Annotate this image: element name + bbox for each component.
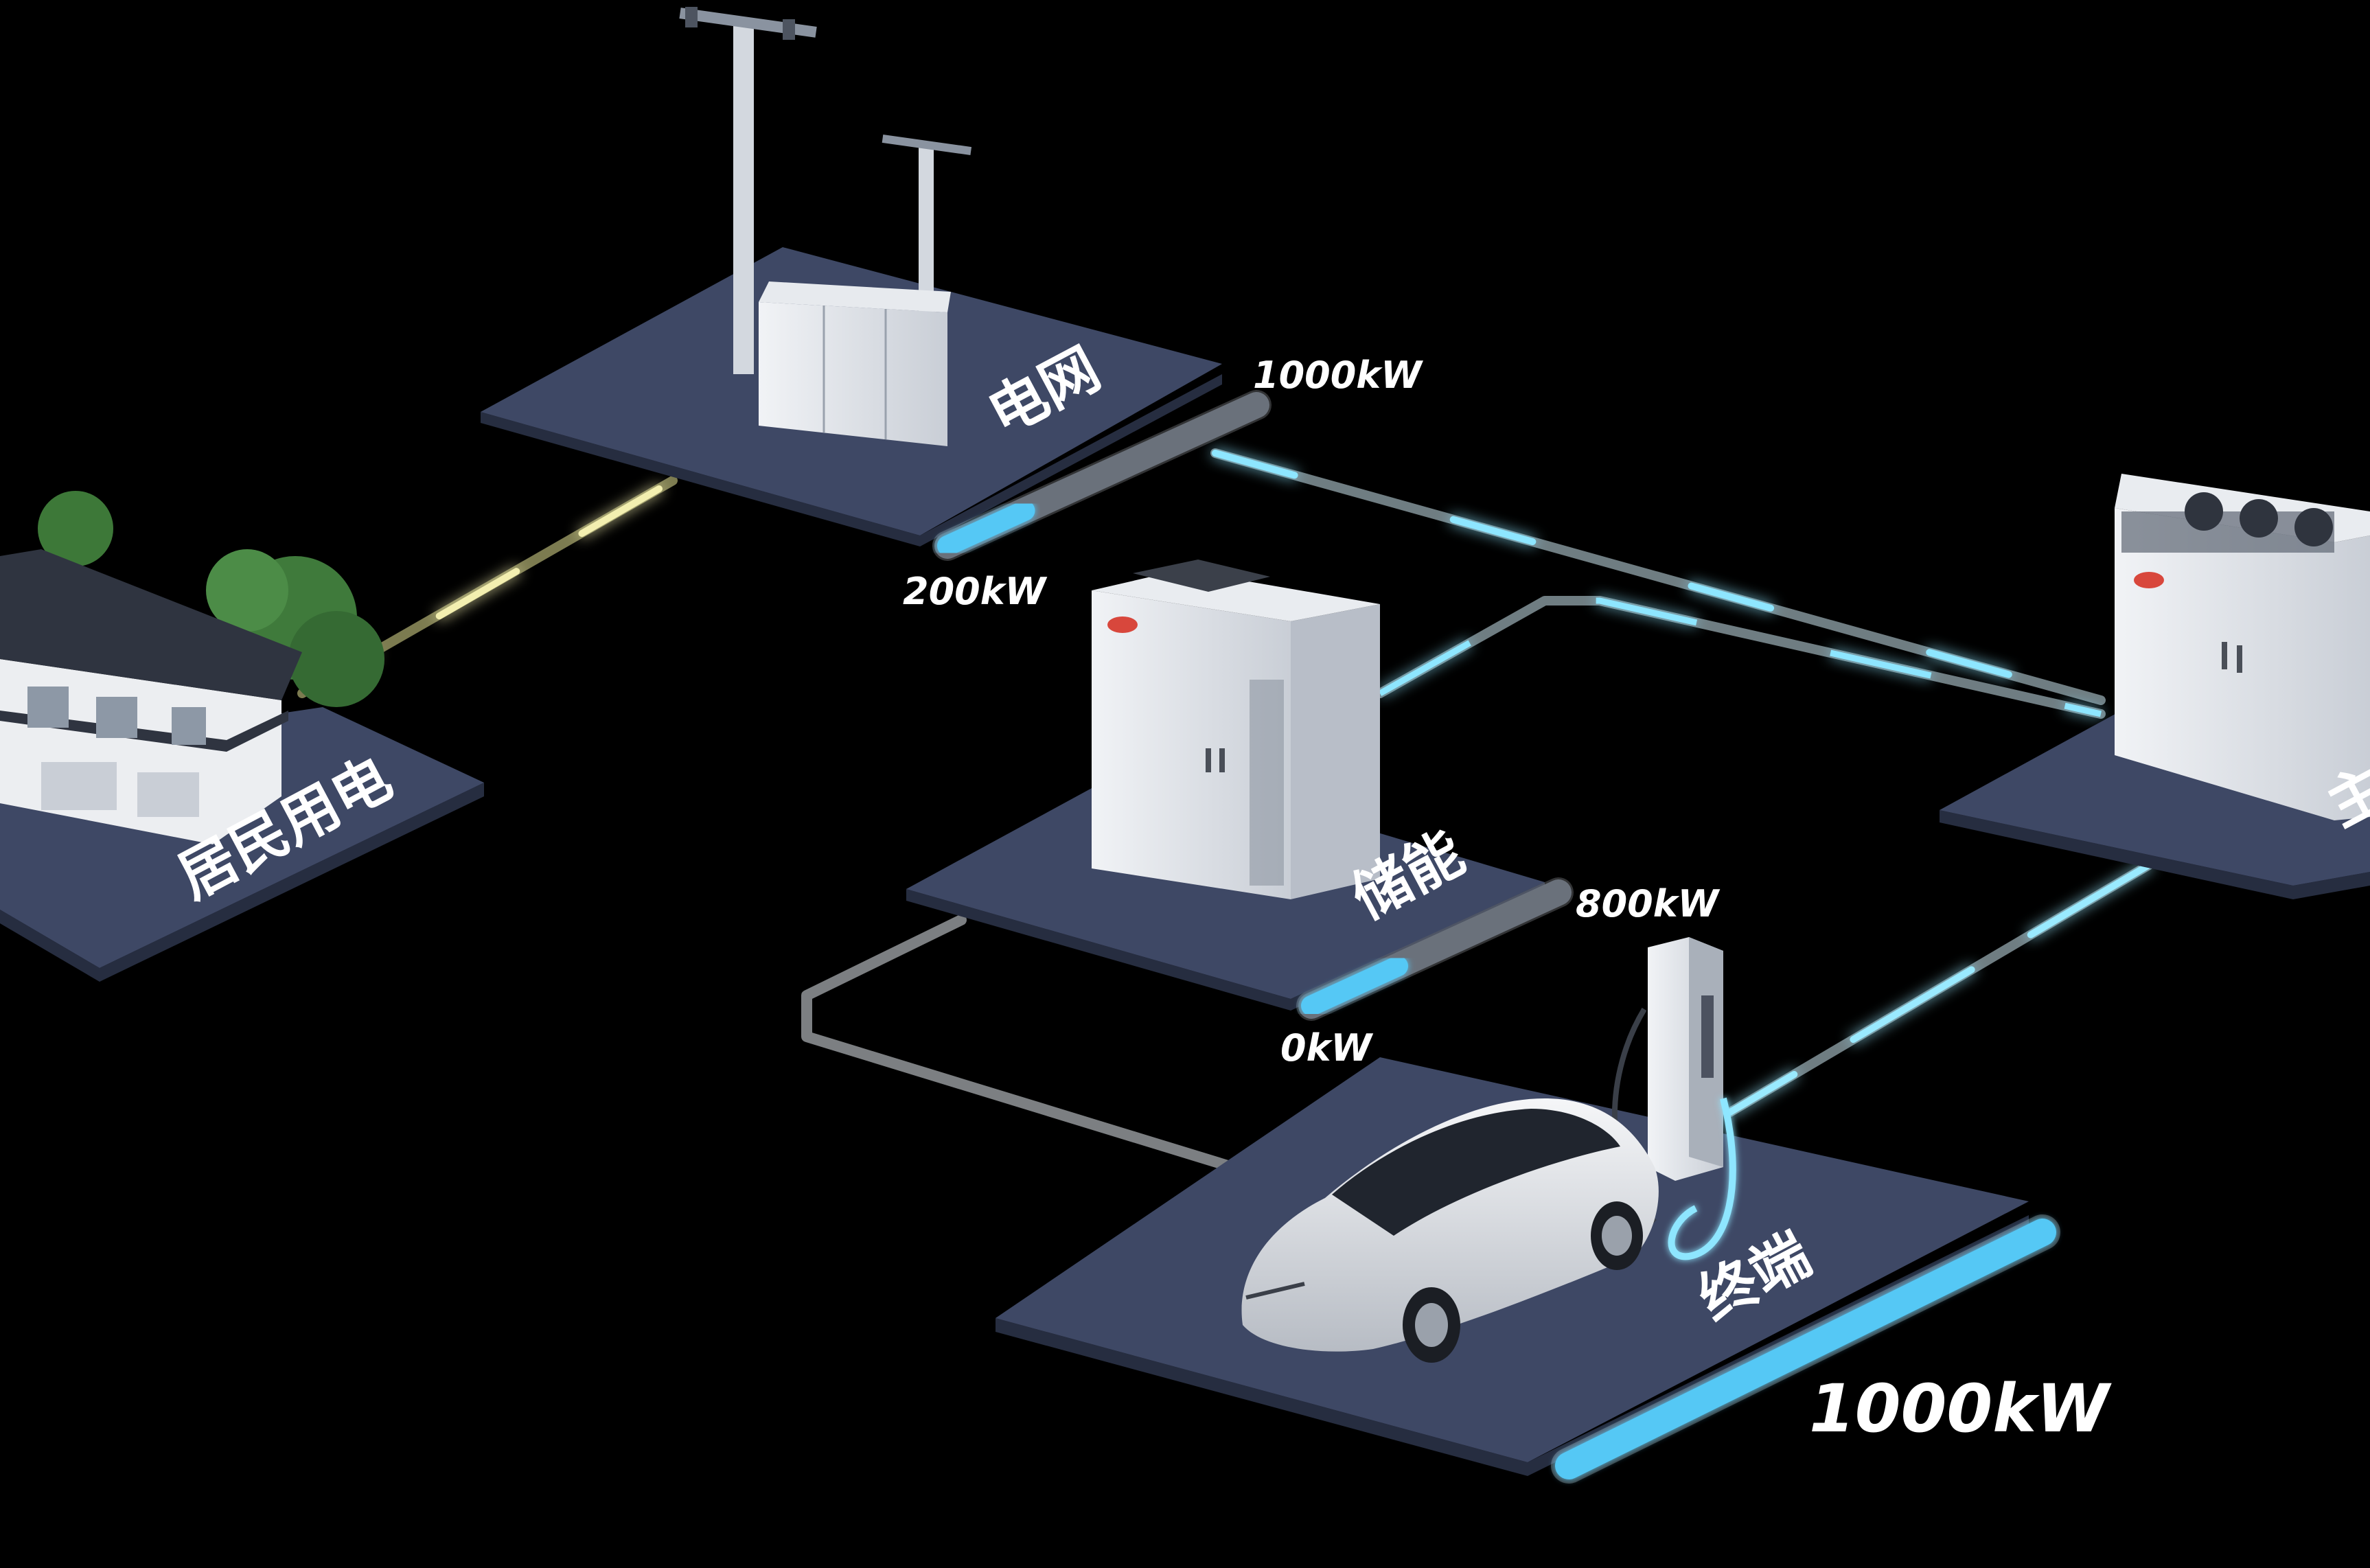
grid-node[interactable]: 电网 [481,7,1222,546]
grid-to-main-glow [1212,450,2104,704]
grid-to-house-glow [367,485,663,659]
storage-meter: 800kW 0kW [1280,877,1721,1070]
main-node[interactable]: 主 [1940,474,2370,899]
storage-to-main-glow [1378,597,2102,717]
residential-node[interactable]: 居民用电 [0,491,484,982]
grid-platform-side [481,374,1222,546]
house-icon [0,549,302,844]
storage-to-main-conduit [1375,596,2106,719]
ev-car-icon [1241,1098,1659,1363]
terminal-meter: 1000kW [1551,1214,2112,1484]
storage-meter-fill [1301,956,1408,1016]
battery-cabinet-icon [1092,560,1380,899]
storage-node[interactable]: 储能 [906,560,1545,1011]
ev-charger-icon [1611,937,1736,1260]
grid-meter-min: 200kW [903,570,1048,613]
grid-meter: 1000kW 200kW [903,354,1423,613]
conduits [297,448,2154,1186]
transformer-cabinet [759,281,951,446]
terminal-meter-value: 1000kW [1809,1370,2112,1447]
grid-meter-fill [937,500,1035,556]
storage-meter-min: 0kW [1280,1026,1373,1070]
storage-meter-max: 800kW [1576,882,1721,925]
charging-cable [1668,1097,1736,1260]
main-to-charger-glow [1727,862,2152,1116]
grid-meter-max: 1000kW [1253,354,1423,397]
main-platform-side [1940,810,2370,899]
cooling-unit-icon [2115,474,2370,820]
terminal-meter-fill [1555,1219,2056,1479]
terminal-node[interactable]: 终端 [996,937,2029,1476]
storage-to-terminal-conduit [801,914,1282,1186]
